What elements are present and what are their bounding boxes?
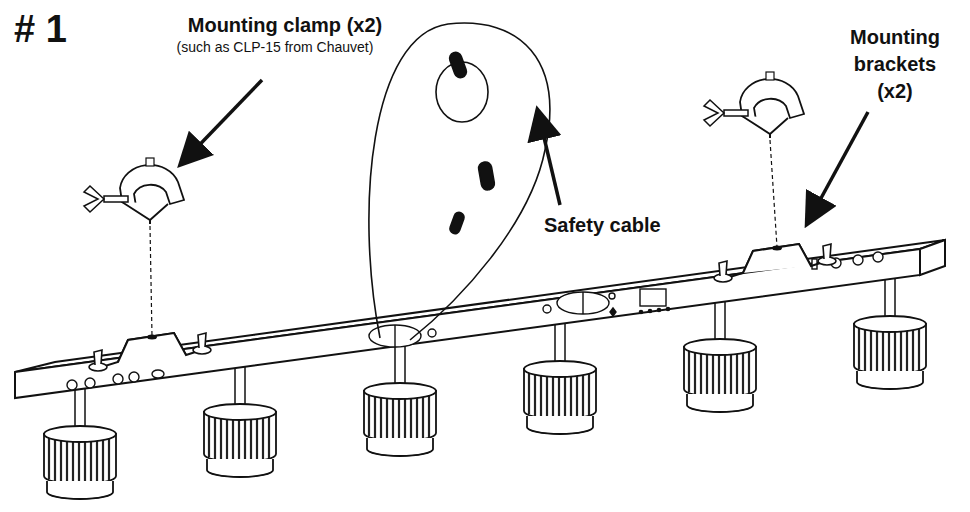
leader-arrow (808, 112, 868, 222)
mounting-clamp (84, 158, 184, 224)
light-bar (15, 240, 945, 398)
moving-head (204, 366, 276, 477)
figure-number: # 1 (14, 4, 134, 55)
part-note: (such as CLP-15 from Chauvet) (140, 38, 410, 57)
mounting-bracket (89, 333, 211, 371)
safety-cable (369, 23, 550, 340)
moving-head (854, 278, 926, 389)
part-label: Safety cable (544, 212, 704, 239)
dashed-guide (150, 226, 152, 336)
leader-arrow (182, 80, 262, 163)
mounting-clamp (704, 72, 804, 138)
moving-head (524, 323, 596, 434)
part-label: Mounting clamp (x2) (160, 12, 410, 39)
moving-head (364, 345, 436, 456)
moving-head (684, 301, 756, 412)
mounting-bracket (714, 244, 836, 282)
connector-panel (67, 252, 883, 390)
leader-arrow (538, 112, 560, 205)
moving-head (44, 388, 116, 499)
dashed-guide (770, 140, 777, 247)
part-label: Mounting brackets (x2) (835, 24, 955, 105)
